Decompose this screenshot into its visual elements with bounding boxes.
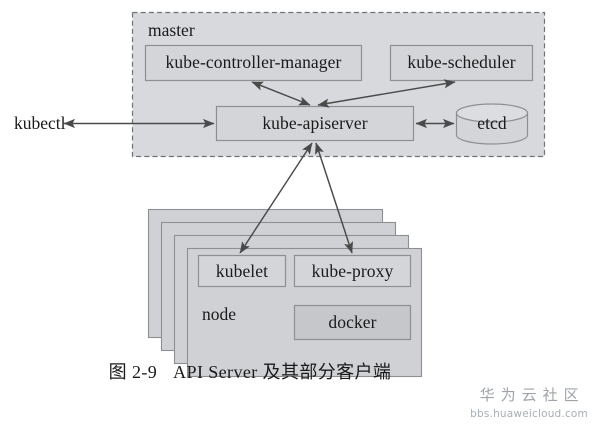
etcd-cylinder[interactable] <box>455 103 529 145</box>
kube-scheduler-box[interactable] <box>389 44 534 82</box>
watermark: 华为云社区 bbs.huaweicloud.com <box>470 384 588 420</box>
arrow-apiserver-scheduler <box>317 79 456 108</box>
figure-caption-number: 图 2-9 <box>108 362 158 382</box>
watermark-url: bbs.huaweicloud.com <box>470 408 588 420</box>
watermark-text: 华为云社区 <box>479 386 585 404</box>
kube-apiserver-box[interactable] <box>215 105 415 142</box>
kubelet-box[interactable] <box>197 254 287 288</box>
arrow-apiserver-kube-proxy <box>315 142 353 254</box>
kube-proxy-box[interactable] <box>293 254 412 288</box>
arrow-apiserver-kubelet <box>239 142 313 254</box>
kube-controller-manager-box[interactable] <box>144 44 363 82</box>
docker-box[interactable] <box>293 304 412 341</box>
arrow-apiserver-controller-manager <box>251 81 311 106</box>
figure-caption: 图 2-9 API Server 及其部分客户端 <box>0 358 500 384</box>
figure-caption-title: API Server 及其部分客户端 <box>173 362 392 382</box>
